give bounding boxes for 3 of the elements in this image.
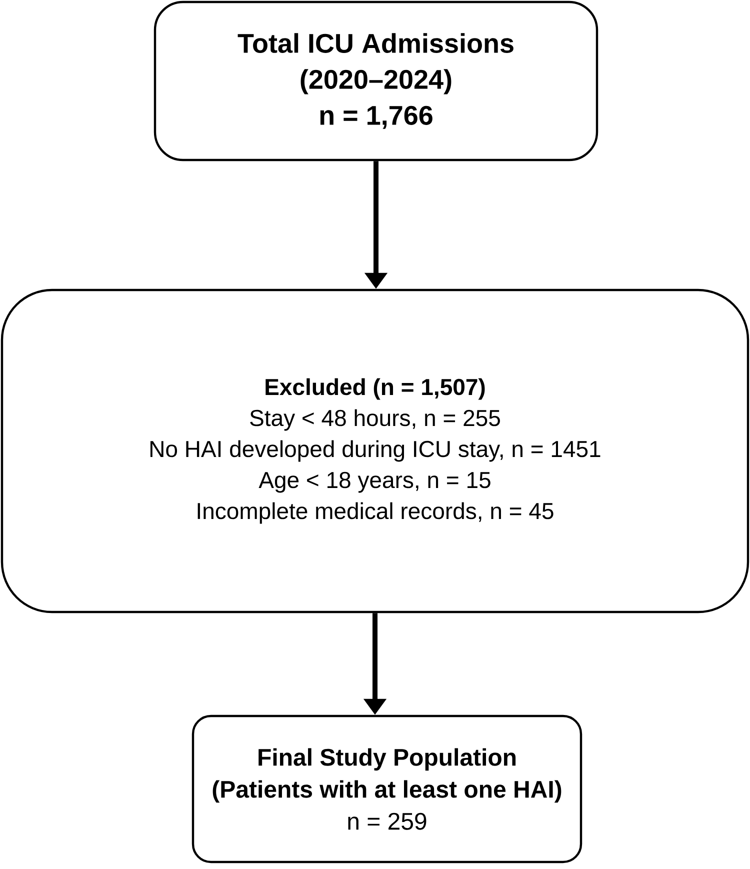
- flow-box: Excluded (n = 1,507) Stay < 48 hours, n = 255 No HAI developed during ICU stay, n = 1451 Age < 18 years, n = 15 Incomplete medical records, n = 45: [0, 288, 750, 614]
- flow-box: Total ICU Admissions (2020–2024) n = 1,766: [154, 0, 598, 162]
- flow-box: Final Study Population (Patients with at least one HAI) n = 259: [192, 714, 582, 864]
